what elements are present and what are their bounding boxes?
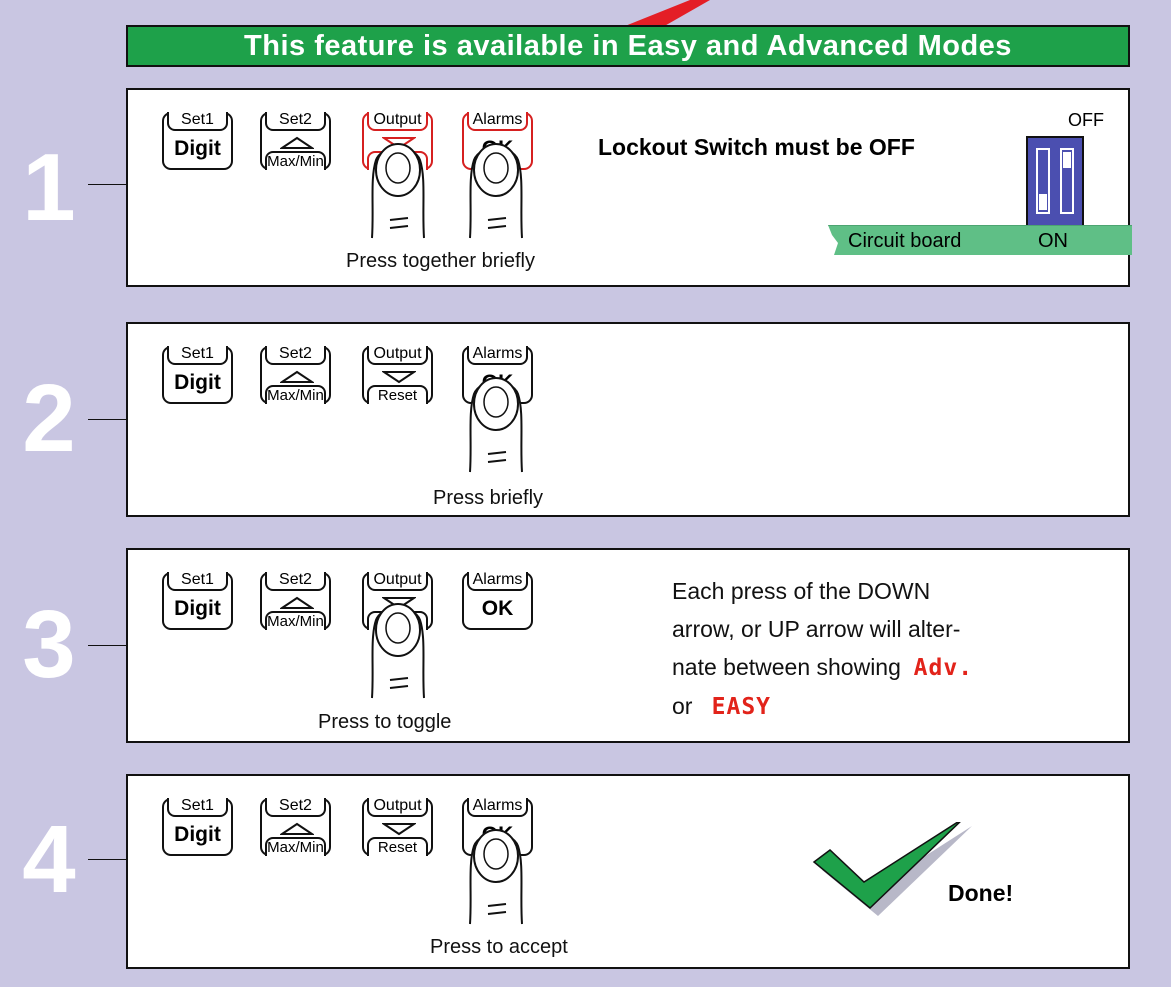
step-connector-3 [88, 645, 126, 646]
key-sub-label: Reset [367, 385, 428, 404]
alarms-ok-key[interactable]: Alarms OK [462, 112, 533, 170]
step-caption: Press briefly [433, 487, 544, 509]
up-arrow-icon [280, 822, 314, 835]
key-sub-label: Max/Min [265, 385, 326, 404]
toggle-line-4: or [672, 693, 693, 719]
lockout-title: Lockout Switch must be OFF [598, 134, 915, 160]
step-panel-4: Set1 Digit Set2 Max/Min Output Reset Ala… [126, 774, 1130, 969]
set1-digit-key[interactable]: Set1 Digit [162, 798, 233, 856]
toggle-line-4-row: or EASY [672, 687, 973, 726]
display-adv: Adv. [913, 655, 974, 681]
toggle-line-3: nate between showing [672, 654, 901, 680]
key-label: Alarms [467, 572, 528, 591]
set2-up-key[interactable]: Set2 Max/Min [260, 346, 331, 404]
output-down-key[interactable]: Output Reset [362, 346, 433, 404]
key-main-label: Digit [174, 137, 221, 160]
set1-digit-key[interactable]: Set1 Digit [162, 112, 233, 170]
key-label: Output [367, 112, 428, 131]
key-label: Set1 [167, 346, 228, 365]
key-label: Set2 [265, 346, 326, 365]
step-connector-4 [88, 859, 126, 860]
step-number-4: 4 [22, 806, 76, 913]
pressing-finger-icon [469, 829, 523, 925]
up-arrow-icon [280, 596, 314, 609]
toggle-instructions: Each press of the DOWN arrow, or UP arro… [672, 572, 973, 726]
step-number-1: 1 [22, 134, 76, 241]
set1-digit-key[interactable]: Set1 Digit [162, 572, 233, 630]
key-label: Alarms [467, 112, 528, 131]
step-caption: Press to accept [430, 936, 568, 958]
output-down-key[interactable]: Output Reset [362, 798, 433, 856]
key-label: Output [367, 346, 428, 365]
key-label: Set2 [265, 798, 326, 817]
alarms-ok-key[interactable]: Alarms OK [462, 572, 533, 630]
switch-lever [1039, 194, 1047, 210]
step-panel-3: Set1 Digit Set2 Max/Min Output Reset Ala… [126, 548, 1130, 743]
mode-banner: This feature is available in Easy and Ad… [126, 25, 1130, 67]
key-label: Set2 [265, 112, 326, 131]
step-connector-2 [88, 419, 126, 420]
key-label: Set1 [167, 572, 228, 591]
set1-digit-key[interactable]: Set1 Digit [162, 346, 233, 404]
checkmark-icon [812, 822, 972, 916]
up-arrow-icon [280, 136, 314, 149]
step-number-2: 2 [22, 365, 76, 472]
key-sub-label: Max/Min [265, 837, 326, 856]
step-panel-1: Set1 Digit Set2 Max/Min Output Reset Ala… [126, 88, 1132, 287]
circuit-board-label: Circuit board [848, 230, 962, 252]
done-label: Done! [948, 880, 1014, 906]
set2-up-key[interactable]: Set2 Max/Min [260, 798, 331, 856]
step-panel-2: Set1 Digit Set2 Max/Min Output Reset Ala… [126, 322, 1130, 517]
step-number-3: 3 [22, 591, 76, 698]
toggle-line-2: arrow, or UP arrow will alter- [672, 616, 961, 642]
down-arrow-icon [382, 823, 416, 836]
on-label: ON [1038, 230, 1068, 252]
step-caption: Press to toggle [318, 711, 452, 733]
key-label: Set1 [167, 798, 228, 817]
circuit-board [828, 225, 1132, 255]
pressing-finger-icon [469, 377, 523, 473]
key-sub-label: Reset [367, 837, 428, 856]
up-arrow-icon [280, 370, 314, 383]
key-sub-label: Max/Min [265, 151, 326, 170]
off-label: OFF [1068, 110, 1104, 130]
down-arrow-icon [382, 597, 416, 610]
key-label: Set1 [167, 112, 228, 131]
toggle-line-3-row: nate between showing Adv. [672, 648, 973, 687]
lockout-dip-switch[interactable] [1026, 136, 1084, 228]
pressing-finger-icon [371, 603, 425, 699]
down-arrow-icon [382, 371, 416, 384]
key-main-label: OK [481, 597, 514, 620]
key-label: Output [367, 572, 428, 591]
pressing-finger-icon [469, 143, 523, 239]
key-label: Alarms [467, 346, 528, 365]
key-label: Set2 [265, 572, 326, 591]
step-connector-1 [88, 184, 126, 185]
switch-lever [1063, 152, 1071, 168]
key-main-label: Digit [174, 597, 221, 620]
key-label: Alarms [467, 798, 528, 817]
key-main-label: Digit [174, 823, 221, 846]
pressing-finger-icon [371, 143, 425, 239]
key-main-label: Digit [174, 371, 221, 394]
down-arrow-icon [382, 137, 416, 150]
set2-up-key[interactable]: Set2 Max/Min [260, 572, 331, 630]
display-easy: EASY [711, 694, 772, 720]
step-caption: Press together briefly [346, 250, 535, 272]
key-sub-label: Max/Min [265, 611, 326, 630]
banner-text: This feature is available in Easy and Ad… [244, 29, 1012, 62]
set2-up-key[interactable]: Set2 Max/Min [260, 112, 331, 170]
toggle-line-1: Each press of the DOWN [672, 578, 931, 604]
key-label: Output [367, 798, 428, 817]
